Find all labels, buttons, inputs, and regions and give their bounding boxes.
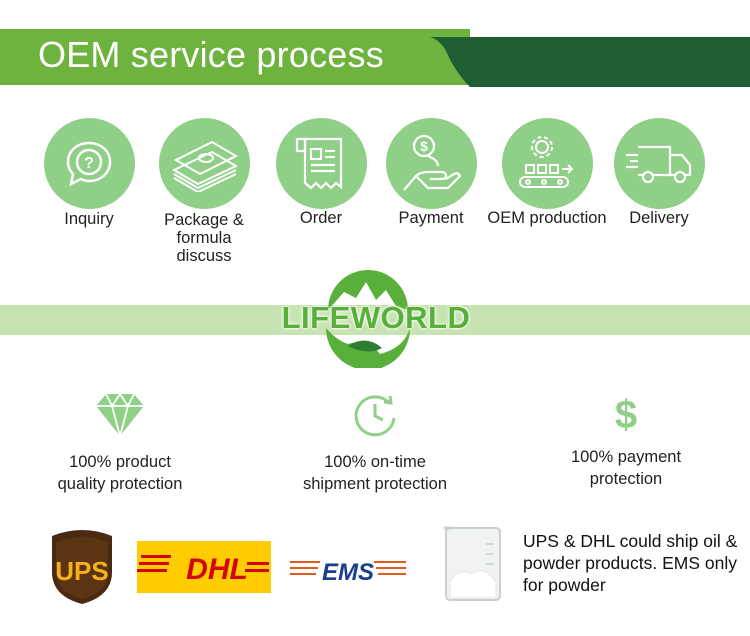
step-circle bbox=[501, 118, 593, 209]
ups-logo-icon: UPS bbox=[52, 530, 112, 604]
protection-shipment: 100% on-time shipment protection bbox=[265, 392, 485, 495]
dollar-icon: $ bbox=[614, 393, 638, 437]
diamond-icon bbox=[96, 392, 144, 440]
step-package: Package & formula discuss bbox=[144, 118, 264, 265]
hand-coin-icon: $ bbox=[403, 134, 462, 191]
header-banner-dark bbox=[430, 37, 750, 87]
delivery-truck-icon bbox=[626, 145, 692, 183]
step-order: Order bbox=[261, 118, 381, 227]
step-circle: $ bbox=[385, 118, 477, 209]
step-circle bbox=[158, 118, 250, 209]
ems-logo-text: EMS bbox=[322, 559, 374, 586]
step-circle bbox=[613, 118, 705, 209]
brand-logo-text: LIFEWORLD bbox=[281, 300, 471, 335]
step-label: OEM production bbox=[487, 209, 607, 227]
svg-text:?: ? bbox=[84, 155, 94, 172]
protection-label: 100% product quality protection bbox=[57, 453, 183, 493]
svg-text:$: $ bbox=[420, 138, 428, 154]
protection-label: 100% on-time shipment protection bbox=[303, 453, 447, 493]
step-label: Order bbox=[299, 209, 343, 227]
ups-logo-text: UPS bbox=[55, 556, 108, 586]
step-payment: $ Payment bbox=[371, 118, 491, 227]
shipping-note: UPS & DHL could ship oil & powder produc… bbox=[523, 531, 738, 595]
page-title: OEM service process bbox=[38, 34, 384, 75]
protection-label: 100% payment protection bbox=[570, 448, 682, 488]
money-stack-icon bbox=[171, 140, 239, 192]
question-chat-icon: ? bbox=[66, 141, 112, 186]
lifeworld-logo-icon bbox=[326, 270, 410, 368]
step-label: Delivery bbox=[629, 209, 689, 227]
step-oem-production: OEM production bbox=[487, 118, 607, 227]
step-label: Package & formula discuss bbox=[164, 211, 244, 265]
step-circle: ? bbox=[43, 118, 135, 209]
dhl-logo-text: DHL bbox=[186, 553, 248, 586]
step-circle bbox=[275, 118, 367, 209]
conveyor-gear-icon bbox=[519, 135, 574, 188]
protection-payment: $ 100% payment protection bbox=[516, 392, 736, 490]
ems-logo-icon: EMS bbox=[290, 559, 406, 586]
brand-band bbox=[0, 305, 750, 335]
dhl-logo-icon: DHL bbox=[137, 541, 271, 593]
step-delivery: Delivery bbox=[599, 118, 719, 227]
receipt-icon bbox=[295, 137, 343, 190]
step-label: Payment bbox=[398, 209, 464, 227]
step-label: Inquiry bbox=[64, 210, 114, 228]
step-inquiry: ? Inquiry bbox=[29, 118, 149, 228]
clock-refresh-icon bbox=[354, 395, 396, 437]
powder-beaker-icon bbox=[444, 526, 501, 601]
header-banner-light bbox=[0, 29, 470, 85]
protection-quality: 100% product quality protection bbox=[10, 392, 230, 495]
